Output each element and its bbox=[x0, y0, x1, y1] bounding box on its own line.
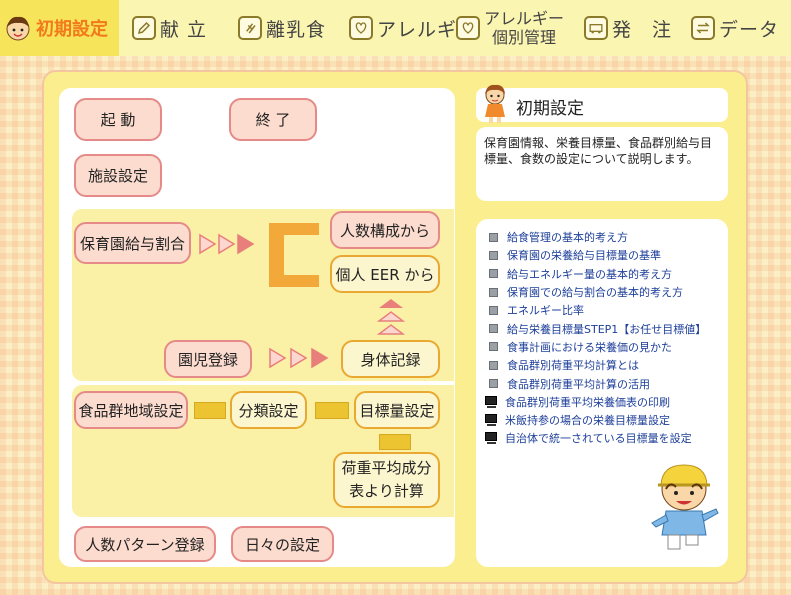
from-population-button[interactable]: 人数構成から bbox=[330, 211, 440, 249]
document-icon bbox=[489, 287, 498, 297]
start-button[interactable]: 起 動 bbox=[74, 98, 162, 141]
weighted-average-button[interactable]: 荷重平均成分 表より計算 bbox=[333, 452, 440, 508]
tab-menu[interactable]: 献 立 bbox=[132, 0, 207, 56]
exchange-icon bbox=[691, 16, 715, 40]
help-link[interactable]: 自治体で統一されている目標量を設定 bbox=[484, 429, 706, 447]
from-eer-button[interactable]: 個人 EER から bbox=[330, 255, 440, 293]
document-icon bbox=[489, 379, 498, 389]
monitor-icon bbox=[484, 395, 499, 408]
daily-settings-button[interactable]: 日々の設定 bbox=[231, 526, 334, 562]
baby-bottle-icon bbox=[238, 16, 262, 40]
document-icon bbox=[489, 360, 498, 370]
button-label-line: 荷重平均成分 bbox=[341, 459, 432, 477]
help-link[interactable]: 食品群別荷重平均栄養価表の印刷 bbox=[484, 393, 706, 411]
help-link-list: 給食管理の基本的考え方 保育園の栄養給与目標量の基準 給与エネルギー量の基本的考… bbox=[484, 228, 706, 448]
food-group-region-button[interactable]: 食品群地域設定 bbox=[74, 391, 188, 429]
child-face-icon bbox=[6, 16, 30, 41]
end-button[interactable]: 終 了 bbox=[229, 98, 317, 141]
help-link[interactable]: 給与栄養目標量STEP1【お任せ目標値】 bbox=[484, 319, 706, 337]
help-links-panel: 給食管理の基本的考え方 保育園の栄養給与目標量の基準 給与エネルギー量の基本的考… bbox=[476, 219, 728, 567]
document-icon bbox=[489, 342, 498, 352]
top-navigation: 初期設定 献 立 離乳食 アレルギー アレルギー 個別管理 発 注 データ bbox=[0, 0, 791, 56]
tab-label: 離乳食 bbox=[266, 18, 327, 41]
tab-baby-food[interactable]: 離乳食 bbox=[238, 0, 326, 56]
facility-settings-button[interactable]: 施設設定 bbox=[74, 154, 162, 197]
help-link[interactable]: 米飯持参の場合の栄養目標量設定 bbox=[484, 411, 706, 429]
help-link[interactable]: 食品群別荷重平均計算とは bbox=[484, 356, 706, 374]
tab-label: データ bbox=[719, 18, 780, 41]
child-registration-button[interactable]: 園児登録 bbox=[164, 340, 252, 378]
help-link[interactable]: エネルギー比率 bbox=[484, 301, 706, 319]
tab-label: 初期設定 bbox=[36, 19, 108, 40]
bracket-connector bbox=[269, 223, 319, 287]
tab-data[interactable]: データ bbox=[691, 0, 779, 56]
document-icon bbox=[489, 232, 498, 242]
help-link[interactable]: 給食管理の基本的考え方 bbox=[484, 228, 706, 246]
nursery-ratio-button[interactable]: 保育園給与割合 bbox=[74, 222, 191, 264]
document-icon bbox=[489, 305, 498, 315]
help-link[interactable]: 保育園での給与割合の基本的考え方 bbox=[484, 283, 706, 301]
help-link[interactable]: 保育園の栄養給与目標量の基準 bbox=[484, 246, 706, 264]
truck-icon bbox=[584, 16, 608, 40]
document-icon bbox=[489, 324, 498, 334]
tab-order[interactable]: 発 注 bbox=[584, 0, 672, 56]
help-description: 保育園情報、栄養目標量、食品群別給与目標量、食数の設定について説明します。 bbox=[476, 127, 728, 201]
pencil-icon bbox=[132, 16, 156, 40]
classification-settings-button[interactable]: 分類設定 bbox=[230, 391, 307, 429]
connector-bar bbox=[379, 434, 411, 450]
help-title: 初期設定 bbox=[516, 99, 584, 119]
heart-icon bbox=[349, 16, 373, 40]
help-link[interactable]: 食事計画における栄養価の見かた bbox=[484, 338, 706, 356]
tab-allergy[interactable]: アレルギー bbox=[349, 0, 477, 56]
tab-allergy-individual[interactable]: アレルギー 個別管理 bbox=[456, 0, 564, 56]
monitor-icon bbox=[484, 432, 499, 445]
help-link[interactable]: 食品群別荷重平均計算の活用 bbox=[484, 374, 706, 392]
button-label-line: 表より計算 bbox=[349, 482, 424, 500]
monitor-icon bbox=[484, 414, 499, 427]
help-link[interactable]: 給与エネルギー量の基本的考え方 bbox=[484, 265, 706, 283]
target-setting-button[interactable]: 目標量設定 bbox=[354, 391, 440, 429]
tab-label: 発 注 bbox=[612, 18, 673, 41]
tab-initial-settings[interactable]: 初期設定 bbox=[0, 0, 119, 56]
help-title-panel: 初期設定 bbox=[476, 84, 728, 123]
tab-label: アレルギー bbox=[377, 18, 478, 41]
body-record-button[interactable]: 身体記録 bbox=[341, 340, 440, 378]
boy-mascot-icon bbox=[651, 464, 719, 550]
document-icon bbox=[489, 250, 498, 260]
population-pattern-button[interactable]: 人数パターン登録 bbox=[74, 526, 216, 562]
girl-mascot-icon bbox=[485, 84, 505, 123]
flow-arrows bbox=[269, 347, 329, 369]
up-arrows bbox=[377, 299, 405, 335]
flow-arrows bbox=[199, 233, 255, 255]
connector-bar bbox=[194, 402, 226, 419]
document-icon bbox=[489, 269, 498, 279]
tab-label: アレルギー 個別管理 bbox=[484, 9, 565, 47]
tab-label: 献 立 bbox=[160, 18, 208, 41]
connector-bar bbox=[315, 402, 349, 419]
heart-icon bbox=[456, 16, 480, 40]
